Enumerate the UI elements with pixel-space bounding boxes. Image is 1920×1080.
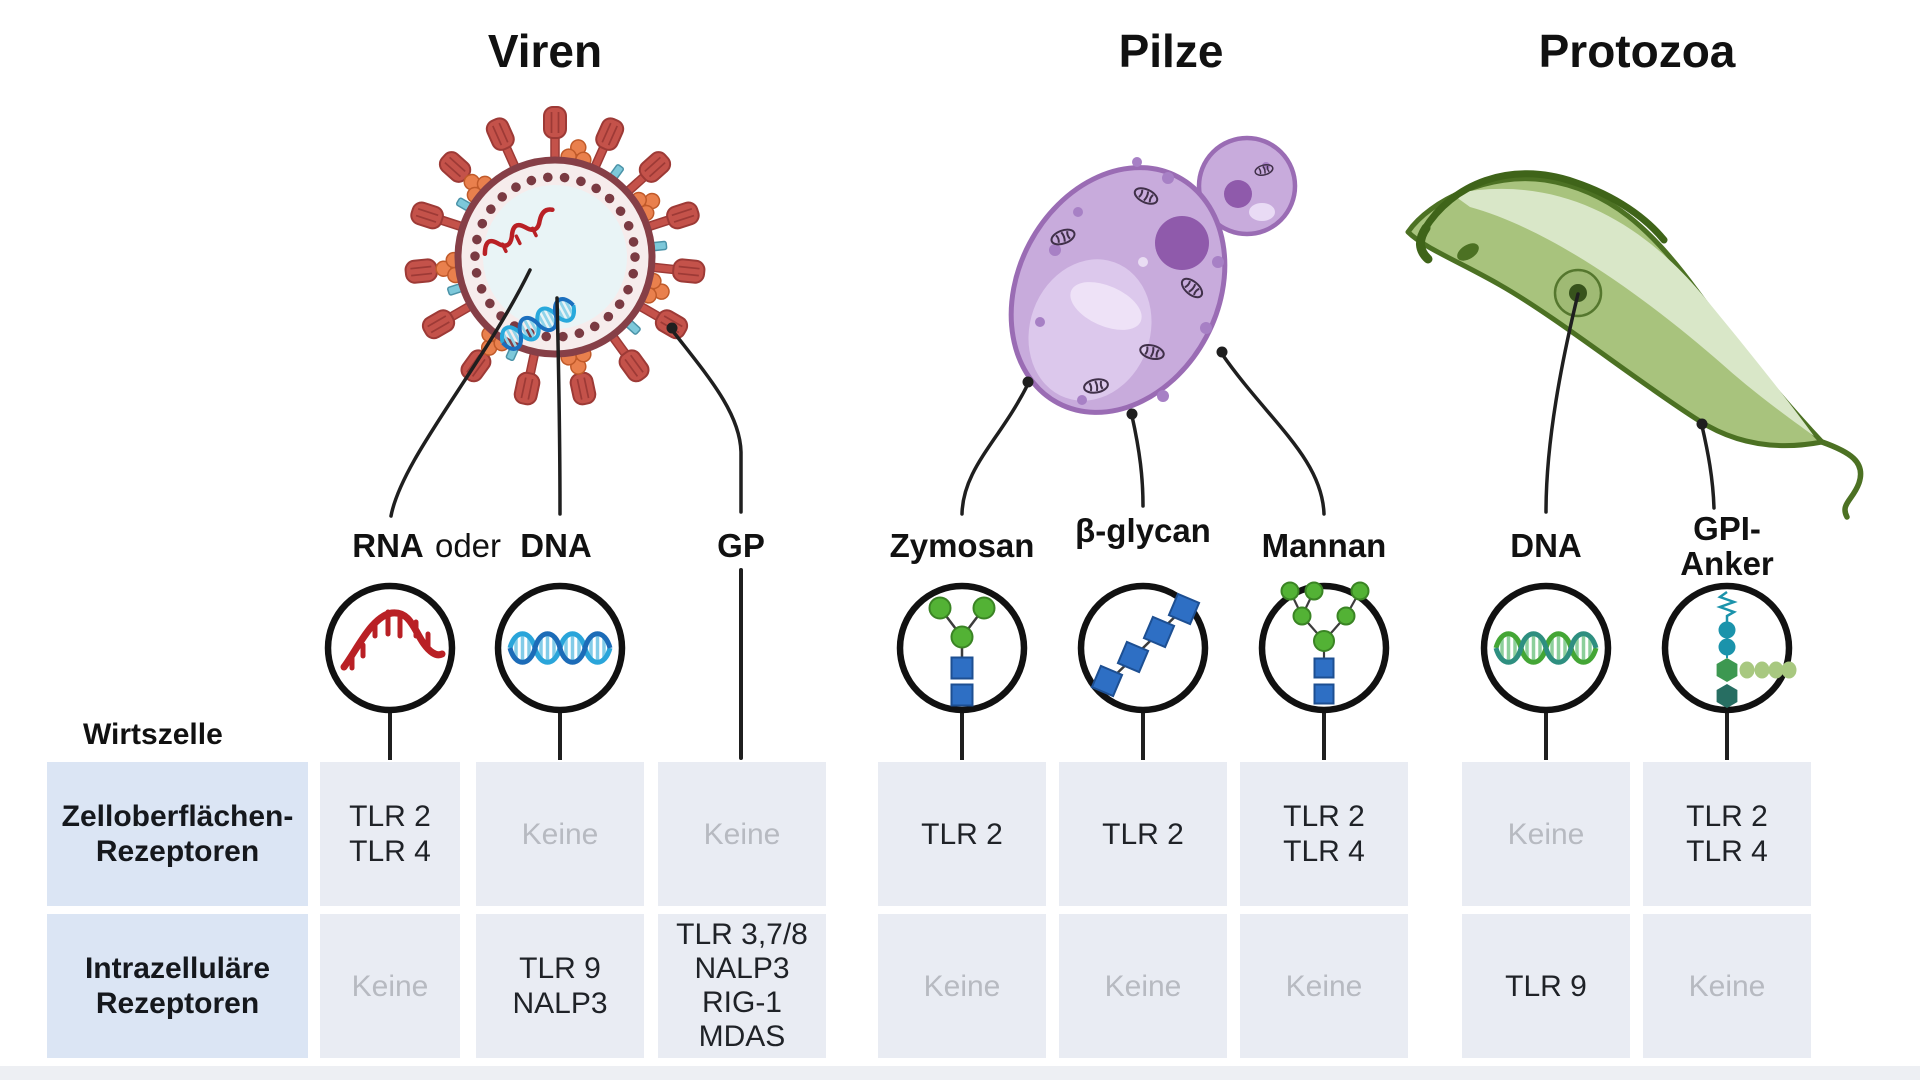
- protozoa-kinetoplast: [1457, 243, 1479, 261]
- pointer-dot-gpi: [1696, 418, 1708, 430]
- protozoa-body: [1405, 176, 1825, 449]
- table-cell: Keine: [1240, 914, 1408, 1058]
- bottom-strip: [0, 1066, 1920, 1080]
- label-mannan: Mannan: [1261, 527, 1387, 564]
- table-cell: Keine: [1059, 914, 1227, 1058]
- dna-protozoa-icon: [1480, 582, 1612, 714]
- pointer-line-dna-protozoa: [1544, 292, 1580, 514]
- pointer-line-rna: [389, 268, 532, 518]
- pointer-line-dna-viral: [555, 296, 562, 516]
- table-cell: TLR 2: [1059, 762, 1227, 906]
- mannan-icon: [1258, 581, 1390, 714]
- table-cell: TLR 2 TLR 4: [1240, 762, 1408, 906]
- gpi-anchor-icon: [1661, 582, 1797, 714]
- table-cell: Keine: [476, 762, 644, 906]
- virus-illustration: [403, 106, 707, 408]
- table-cell: TLR 2: [878, 762, 1046, 906]
- dna-molecule-icon: [494, 582, 626, 714]
- table-cell: Keine: [878, 914, 1046, 1058]
- pointer-dot-zymosan: [1022, 376, 1034, 388]
- label-gp: GP: [717, 527, 765, 564]
- label-rna: RNA: [352, 527, 424, 564]
- beta-glycan-icon: [1077, 582, 1209, 714]
- protozoa-flagellum-top: [1420, 170, 1668, 244]
- label-dna-viral: DNA: [520, 527, 592, 564]
- protozoa-flagellum-tail: [1819, 439, 1864, 520]
- pointer-line-gp: [670, 328, 743, 514]
- rna-molecule-icon: [324, 582, 456, 714]
- column-title-viren: Viren: [487, 25, 603, 77]
- yeast-illustration: [1008, 135, 1298, 415]
- pointer-line-gpi: [1700, 424, 1716, 510]
- label-zymosan: Zymosan: [889, 527, 1035, 564]
- column-title-protozoa: Protozoa: [1538, 25, 1736, 77]
- pointer-dot-mannan: [1216, 346, 1228, 358]
- protozoa-inner-band: [1452, 188, 1814, 436]
- column-title-pilze: Pilze: [1118, 25, 1224, 77]
- protozoa-illustration: [1405, 170, 1864, 520]
- label-oder: oder: [434, 527, 502, 564]
- table-cell: Keine: [320, 914, 460, 1058]
- table-cell: TLR 3,7/8 NALP3 RIG-1 MDAS: [658, 914, 826, 1058]
- row-header-surface-receptors: Zelloberflächen- Rezeptoren: [47, 762, 308, 906]
- pointer-line-beta-glycan: [1130, 414, 1145, 508]
- table-cell: TLR 9 NALP3: [476, 914, 644, 1058]
- row-header-intracellular-receptors: Intrazelluläre Rezeptoren: [47, 914, 308, 1058]
- label-dna-protozoa: DNA: [1510, 527, 1582, 564]
- table-cell: TLR 9: [1462, 914, 1630, 1058]
- host-cell-label: Wirtszelle: [83, 718, 223, 751]
- virus-rna-strand: [482, 207, 555, 257]
- yeast-nucleus: [1155, 216, 1209, 270]
- table-cell: TLR 2 TLR 4: [320, 762, 460, 906]
- table-cell: Keine: [658, 762, 826, 906]
- virus-capsid-dots: [470, 172, 640, 342]
- table-cell: Keine: [1462, 762, 1630, 906]
- pointer-dot-beta-glycan: [1126, 408, 1138, 420]
- table-cell: Keine: [1643, 914, 1811, 1058]
- table-cell: TLR 2 TLR 4: [1643, 762, 1811, 906]
- pointer-line-zymosan: [960, 382, 1030, 516]
- zymosan-icon: [896, 582, 1028, 714]
- label-gpi-anchor: GPI- Anker: [1680, 510, 1774, 582]
- pointer-dot-gp: [666, 322, 678, 334]
- pointer-line-mannan: [1220, 352, 1326, 516]
- label-beta-glycan: β-glycan: [1075, 512, 1211, 549]
